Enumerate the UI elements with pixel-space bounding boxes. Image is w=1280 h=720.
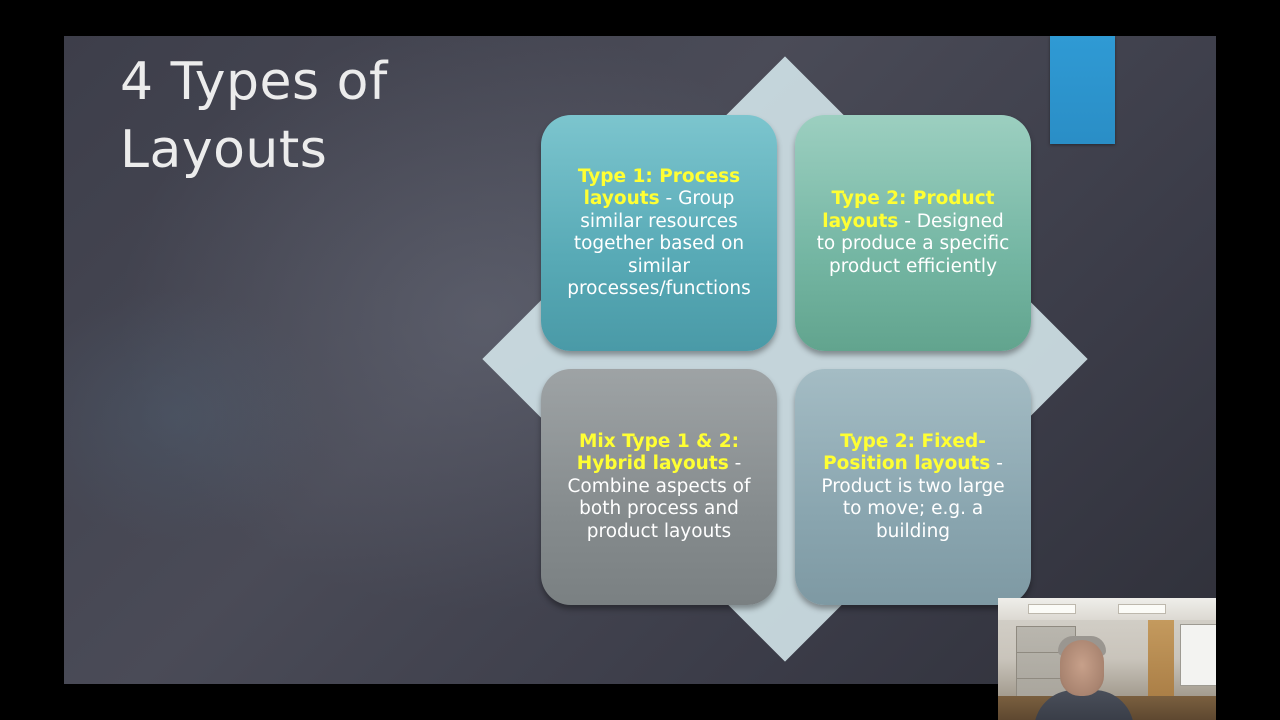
matrix-diagram: Type 1: Process layouts - Group similar …	[482, 56, 1088, 662]
quadrant-hybrid-layouts: Mix Type 1 & 2: Hybrid layouts - Combine…	[541, 369, 777, 605]
webcam-ceiling-light	[1118, 604, 1166, 614]
webcam-whiteboard	[1180, 624, 1216, 686]
quadrant-text: Type 2: Product layouts - Designed to pr…	[811, 188, 1015, 278]
quadrant-text: Type 2: Fixed-Position layouts - Product…	[811, 431, 1015, 544]
presentation-slide: 4 Types of Layouts Type 1: Process layout…	[64, 36, 1216, 684]
slide-title: 4 Types of Layouts	[120, 48, 520, 184]
quadrant-fixed-position-layouts: Type 2: Fixed-Position layouts - Product…	[795, 369, 1031, 605]
quadrant-text: Type 1: Process layouts - Group similar …	[557, 166, 761, 301]
quadrant-heading: Type 2: Fixed-Position layouts	[823, 431, 990, 475]
slide-title-line-2: Layouts	[120, 120, 327, 180]
quadrant-heading: Mix Type 1 & 2: Hybrid layouts	[577, 431, 739, 475]
quadrant-text: Mix Type 1 & 2: Hybrid layouts - Combine…	[557, 431, 761, 544]
slide-title-line-1: 4 Types of	[120, 52, 388, 112]
webcam-overlay	[998, 598, 1216, 720]
webcam-door	[1148, 620, 1174, 702]
quadrant-process-layouts: Type 1: Process layouts - Group similar …	[541, 115, 777, 351]
webcam-ceiling-light	[1028, 604, 1076, 614]
quadrant-product-layouts: Type 2: Product layouts - Designed to pr…	[795, 115, 1031, 351]
webcam-person-head	[1060, 640, 1104, 696]
